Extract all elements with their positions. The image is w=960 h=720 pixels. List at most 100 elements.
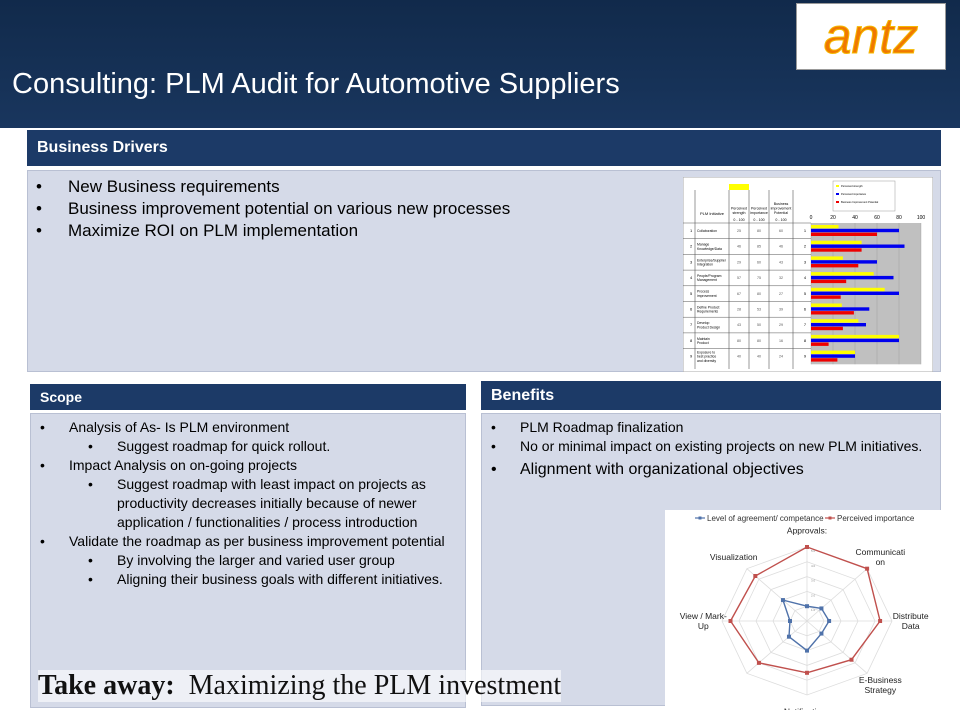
scope-panel: Analysis of As- Is PLM environmentSugges…	[30, 413, 466, 708]
table-value: 40	[737, 355, 741, 359]
range-label: 0 - 100	[733, 218, 744, 222]
text-line: Notifications	[784, 706, 830, 710]
scope-item: Suggest roadmap for quick rollout.	[31, 437, 465, 456]
table-value: 67	[737, 292, 741, 296]
table-value: 80	[737, 339, 741, 343]
table-value: 53	[757, 308, 761, 312]
radar-point	[786, 634, 791, 639]
radar-axis-label: Notifications	[784, 706, 830, 710]
bar-importance	[811, 244, 905, 248]
text-line: E-Business	[859, 675, 902, 685]
bar-importance	[811, 275, 894, 280]
text-line: Perceived	[751, 207, 767, 211]
chart-row-number: 9	[804, 354, 807, 359]
radar-point	[805, 604, 809, 609]
table-value: 60	[779, 229, 783, 233]
legend-swatch	[836, 201, 839, 203]
radar-spoke	[746, 620, 808, 674]
text-line: on	[876, 557, 886, 567]
row-number: 9	[690, 354, 693, 359]
radar-point	[805, 545, 809, 549]
radar-spoke	[806, 568, 868, 622]
bar-potential	[811, 264, 859, 268]
radar-tick: 5.0	[811, 549, 816, 553]
text-line: View / Mark-	[680, 611, 727, 621]
bar-potential	[811, 342, 829, 346]
chart-row-number: 7	[804, 322, 807, 327]
radar-point	[849, 657, 854, 662]
table-value: 80	[757, 339, 761, 343]
table-value: 50	[757, 323, 761, 327]
bar-importance	[811, 323, 866, 327]
benefits-list: PLM Roadmap finalizationNo or minimal im…	[482, 418, 940, 479]
bar-potential	[811, 248, 862, 252]
text-line: Enterprise/Supplier	[697, 258, 727, 262]
text-line: and diversity	[697, 359, 716, 363]
table-value: 85	[757, 245, 761, 249]
benefit-item: No or minimal impact on existing project…	[482, 437, 940, 456]
legend-label: Business Improvement Potential	[841, 200, 879, 204]
row-number: 2	[690, 244, 693, 249]
scope-heading: Scope	[30, 384, 466, 410]
text-line: Product Design	[697, 325, 720, 329]
business-drivers-panel: New Business requirementsBusiness improv…	[27, 170, 941, 372]
radar-point	[780, 598, 785, 603]
table-value: 57	[737, 276, 741, 280]
bar-potential	[811, 358, 838, 362]
chart-row-number: 3	[804, 259, 807, 264]
text-line: improvement	[771, 207, 792, 211]
driver-item: Business improvement potential on variou…	[28, 198, 940, 220]
highlight-cell	[729, 184, 749, 190]
legend	[832, 180, 896, 212]
radar-tick: 4.0	[811, 564, 816, 568]
bar-strength	[811, 287, 885, 292]
drivers-list: New Business requirementsBusiness improv…	[28, 176, 940, 242]
text-line: Perceived	[731, 207, 747, 211]
legend-swatch	[836, 185, 839, 187]
range-label: 0 - 100	[753, 218, 764, 222]
legend-label: Perceived importance	[841, 192, 867, 196]
table-value: 29	[737, 260, 741, 264]
radar-point	[728, 619, 733, 623]
text-line: strength	[733, 211, 746, 215]
scope-item: Impact Analysis on on-going projects	[31, 456, 465, 475]
bar-importance	[811, 354, 855, 358]
bar-importance	[811, 260, 877, 264]
takeaway-text: Maximizing the PLM investment	[188, 670, 562, 701]
radar-point	[753, 573, 758, 578]
radar-point	[865, 566, 870, 571]
legend-swatch	[836, 193, 839, 195]
x-tick-label: 0	[810, 215, 813, 221]
driver-item: Maximize ROI on PLM implementation	[28, 220, 940, 242]
table-value: 24	[779, 355, 783, 359]
header: Consulting: PLM Audit for Automotive Sup…	[0, 0, 960, 128]
table-value: 43	[737, 323, 741, 327]
radar-point	[756, 660, 761, 665]
legend-marker	[828, 516, 832, 520]
row-number: 4	[690, 275, 693, 280]
radar-series-line	[729, 546, 881, 674]
radar-axis-label: Visualization	[710, 552, 758, 562]
text-line: best practice	[697, 355, 716, 359]
text-line: Strategy	[864, 685, 896, 695]
x-tick-label: 60	[874, 215, 880, 221]
text-line: Integration	[697, 263, 713, 267]
text-line: improvement	[697, 294, 717, 298]
text-line: Approvals:	[787, 526, 827, 536]
text-line: importance	[750, 211, 768, 215]
x-tick-label: 80	[896, 215, 902, 221]
benefits-heading: Benefits	[481, 381, 941, 410]
radar-axis-label: Approvals:	[787, 526, 827, 536]
text-line: Process	[697, 290, 710, 294]
chart-row-number: 1	[804, 228, 807, 233]
scope-item: Aligning their business goals with diffe…	[31, 570, 465, 589]
radar-tick: 3.0	[811, 579, 816, 583]
bar-strength	[811, 272, 874, 276]
radar-tick: 1.0	[811, 608, 816, 612]
